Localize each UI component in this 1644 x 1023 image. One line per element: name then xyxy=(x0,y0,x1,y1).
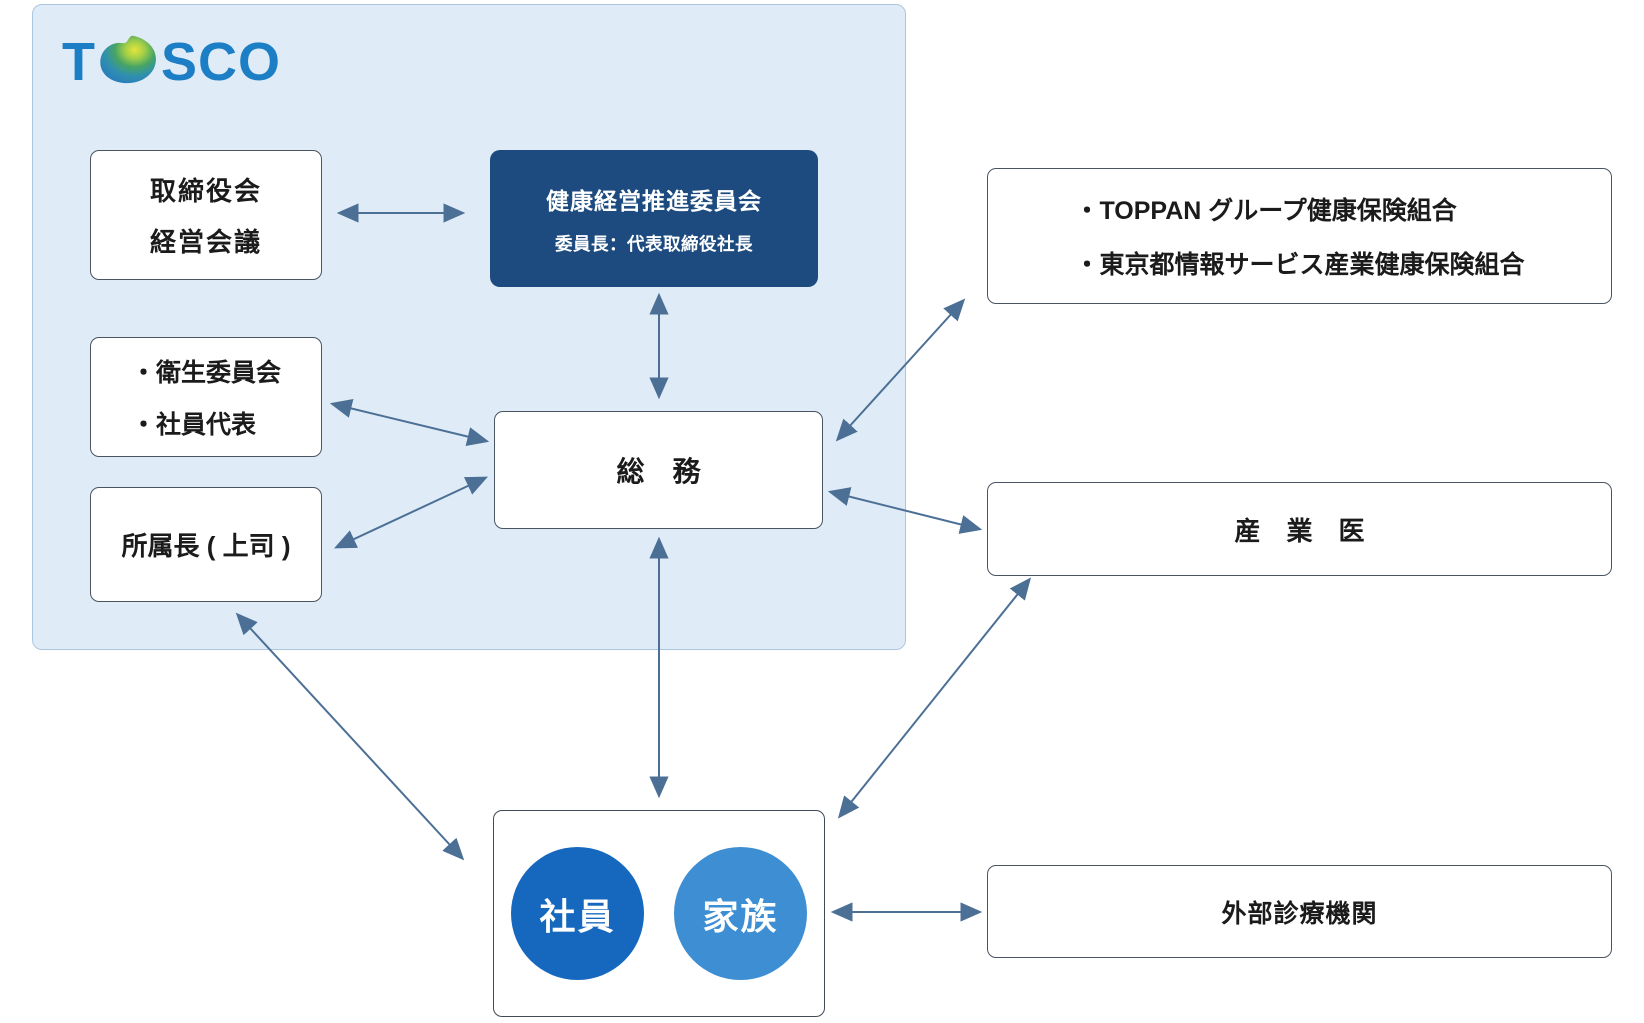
arrow-physician-people xyxy=(837,577,1032,819)
employee-label: 社員 xyxy=(539,895,616,937)
hygiene-committee-line: ・衛生委員会 xyxy=(130,359,281,387)
health-insurance-box: ・TOPPAN グループ健康保険組合 ・東京都情報サービス産業健康保険組合 xyxy=(987,168,1612,304)
tosco-logo-text-left: T xyxy=(62,32,96,92)
health-committee-box: 健康経営推進委員会 委員長：代表取締役社長 xyxy=(490,150,818,287)
health-committee-title: 健康経営推進委員会 xyxy=(546,187,762,214)
occupational-physician-label: 産 業 医 xyxy=(1234,515,1365,546)
board-line: 取締役会 xyxy=(149,176,262,206)
arrow-manager-people xyxy=(235,612,465,861)
tosco-logo-text-right: SCO xyxy=(161,32,282,92)
board-management-box: 取締役会 経営会議 xyxy=(90,150,322,280)
hygiene-committee-box: ・衛生委員会 ・社員代表 xyxy=(90,337,322,457)
toppan-insurance-line: ・TOPPAN グループ健康保険組合 xyxy=(1074,197,1457,225)
tosco-logo: T SCO xyxy=(62,34,281,90)
external-clinic-label: 外部診療機関 xyxy=(1221,899,1378,928)
employee-family-box: 社員 家族 xyxy=(493,810,825,1017)
tosco-logo-blob-icon xyxy=(100,35,156,84)
general-affairs-label: 総 務 xyxy=(616,456,701,487)
arrow-hygiene-somu xyxy=(329,398,490,447)
family-label: 家族 xyxy=(702,895,779,937)
employee-circle: 社員 xyxy=(511,847,644,980)
employee-representative-line: ・社員代表 xyxy=(130,411,256,439)
occupational-physician-box: 産 業 医 xyxy=(987,482,1612,576)
external-clinic-box: 外部診療機関 xyxy=(987,865,1612,958)
arrow-manager-somu xyxy=(334,476,488,549)
department-manager-box: 所属長 ( 上司 ) xyxy=(90,487,322,602)
health-committee-chair: 委員長：代表取締役社長 xyxy=(555,233,753,254)
hygiene-committee-lines: ・衛生委員会 ・社員代表 xyxy=(131,353,281,441)
health-insurance-lines: ・TOPPAN グループ健康保険組合 ・東京都情報サービス産業健康保険組合 xyxy=(1074,191,1524,281)
arrow-somu-insurance xyxy=(835,298,966,442)
department-manager-label: 所属長 ( 上司 ) xyxy=(121,531,291,561)
management-meeting-line: 経営会議 xyxy=(149,227,262,257)
tokyo-insurance-line: ・東京都情報サービス産業健康保険組合 xyxy=(1074,251,1525,279)
general-affairs-box: 総 務 xyxy=(494,411,823,529)
family-circle: 家族 xyxy=(674,847,807,980)
arrow-somu-physician xyxy=(827,487,983,534)
